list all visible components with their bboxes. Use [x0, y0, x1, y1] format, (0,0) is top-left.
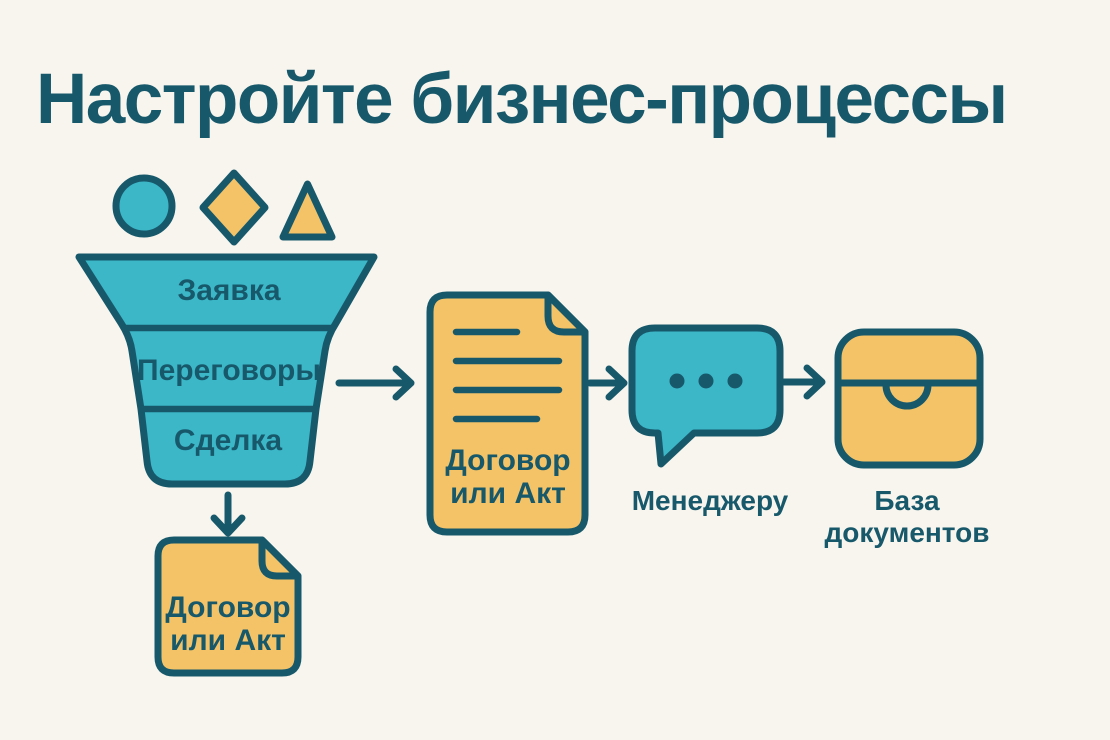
document-fold-corner	[258, 536, 302, 580]
lead-triangle-icon	[279, 180, 336, 241]
document-label: или Акт	[450, 477, 566, 510]
lead-circle-icon	[112, 174, 176, 238]
archive-box-handle	[882, 381, 932, 410]
chat-dot	[727, 373, 743, 389]
chat-bubble-body	[628, 324, 784, 468]
manager-label: Менеджеру	[632, 485, 789, 516]
archive-box-icon	[834, 328, 984, 469]
arrow-right-icon	[586, 365, 628, 401]
chat-dot	[669, 373, 685, 389]
arrow-down-icon	[210, 491, 246, 537]
funnel-stage-label: Заявка	[177, 274, 280, 307]
database-label: документов	[825, 517, 990, 548]
lead-diamond-icon	[199, 169, 269, 246]
incoming-lead-shapes	[112, 169, 336, 246]
arrow-right-icon	[335, 365, 415, 401]
document-body	[426, 291, 589, 536]
document-label: Договор	[445, 444, 570, 477]
contract-document-icon: Договор или Акт	[154, 536, 302, 677]
chat-bubble-icon	[628, 324, 784, 468]
document-fold-corner	[544, 291, 589, 336]
chat-dot	[698, 373, 714, 389]
database-label: База	[874, 485, 940, 516]
sales-funnel: Заявка Переговоры Сделка	[75, 253, 378, 488]
funnel-body	[75, 253, 378, 488]
document-label: Договор	[165, 591, 290, 624]
funnel-stage-label: Сделка	[174, 424, 282, 457]
archive-box-body	[834, 328, 984, 469]
arrow-right-icon	[780, 364, 826, 400]
funnel-stage-label: Переговоры	[137, 354, 321, 387]
contract-flow-document-icon: Договор или Акт	[426, 291, 589, 536]
document-label: или Акт	[170, 624, 286, 657]
page-title: Настройте бизнес-процессы	[36, 60, 1008, 139]
